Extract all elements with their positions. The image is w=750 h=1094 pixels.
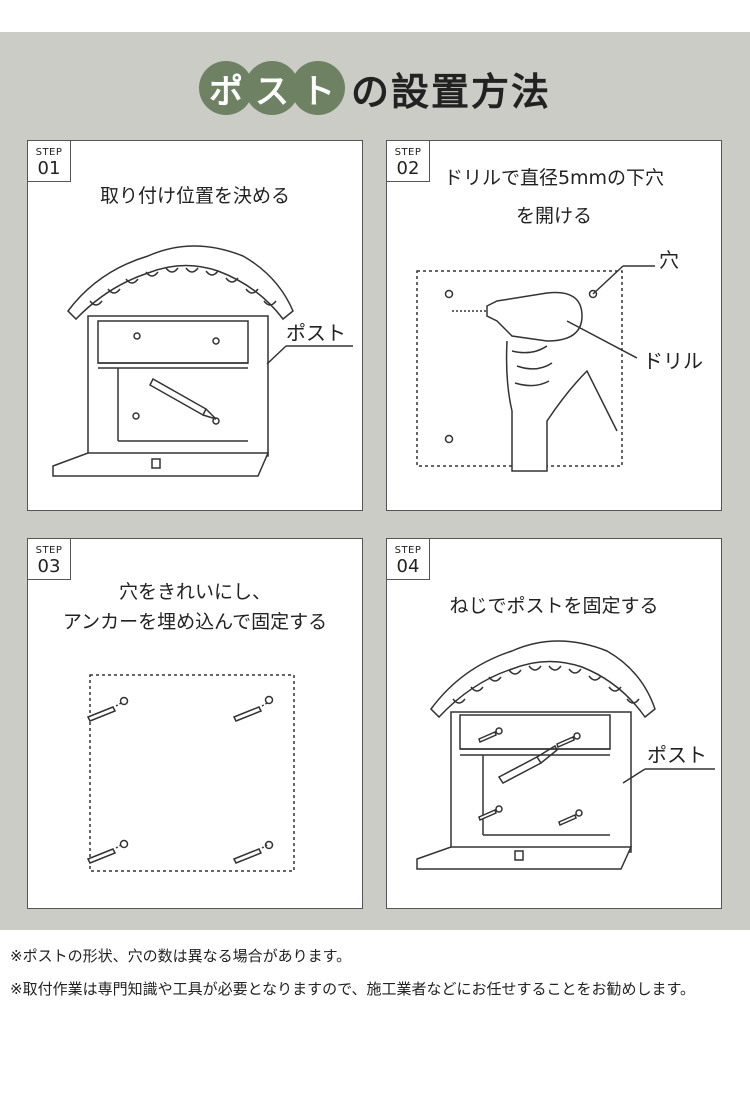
step-02-caption-line-1: ドリルで直径5mmの下穴	[443, 167, 665, 189]
step-04-callout-post: ポスト	[647, 743, 707, 767]
title-chip-1: ポ	[198, 61, 253, 115]
title-chip-2: ス	[244, 61, 299, 115]
step-04-caption: ねじでポストを固定する	[449, 595, 659, 617]
step-03-badge: STEP 03	[27, 538, 71, 580]
step-03-number: 03	[37, 556, 61, 577]
step-01-callout-post: ポスト	[286, 321, 346, 345]
step-03-label: STEP	[35, 545, 63, 556]
step-02-caption-line-2: を開ける	[515, 205, 592, 227]
notes: ※ポストの形状、穴の数は異なる場合があります。 ※取付作業は専門知識や工具が必要…	[10, 940, 745, 1006]
step-01-badge: STEP 01	[27, 140, 71, 182]
step-02-callout-drill: ドリル	[643, 349, 703, 373]
note-1: ※ポストの形状、穴の数は異なる場合があります。	[10, 947, 352, 965]
step-01-label: STEP	[35, 147, 63, 158]
note-2: ※取付作業は専門知識や工具が必要となりますので、施工業者などにお任せすることをお…	[10, 980, 696, 998]
step-04-number: 04	[396, 556, 420, 577]
page-title: ポ ス ト の設置方法	[0, 58, 750, 118]
step-02-label: STEP	[394, 147, 422, 158]
step-01-number: 01	[37, 158, 61, 179]
step-03-caption-line-1: 穴をきれいにし、	[118, 581, 271, 603]
step-01-panel: STEP 01 取り付け位置を決める ポスト	[27, 140, 363, 511]
step-03-caption-line-2: アンカーを埋め込んで固定する	[62, 611, 328, 633]
step-04-label: STEP	[394, 545, 422, 556]
drill-illustration	[416, 265, 655, 472]
mailbox-fixing-illustration	[416, 640, 715, 870]
step-02-badge: STEP 02	[386, 140, 430, 182]
anchor-illustration	[86, 674, 295, 872]
title-chip-3: ト	[290, 61, 345, 115]
step-04-badge: STEP 04	[386, 538, 430, 580]
mailbox-illustration	[52, 245, 353, 477]
step-02-callout-hole: 穴	[659, 248, 679, 272]
step-03-panel: STEP 03 穴をきれいにし、 アンカーを埋め込んで固定する	[27, 538, 363, 909]
step-02-number: 02	[396, 158, 420, 179]
step-04-panel: STEP 04 ねじでポストを固定する ポスト	[386, 538, 722, 909]
step-02-panel: STEP 02 ドリルで直径5mmの下穴 を開ける 穴 ドリル	[386, 140, 722, 511]
step-01-caption: 取り付け位置を決める	[99, 185, 290, 207]
title-text: の設置方法	[350, 69, 551, 114]
